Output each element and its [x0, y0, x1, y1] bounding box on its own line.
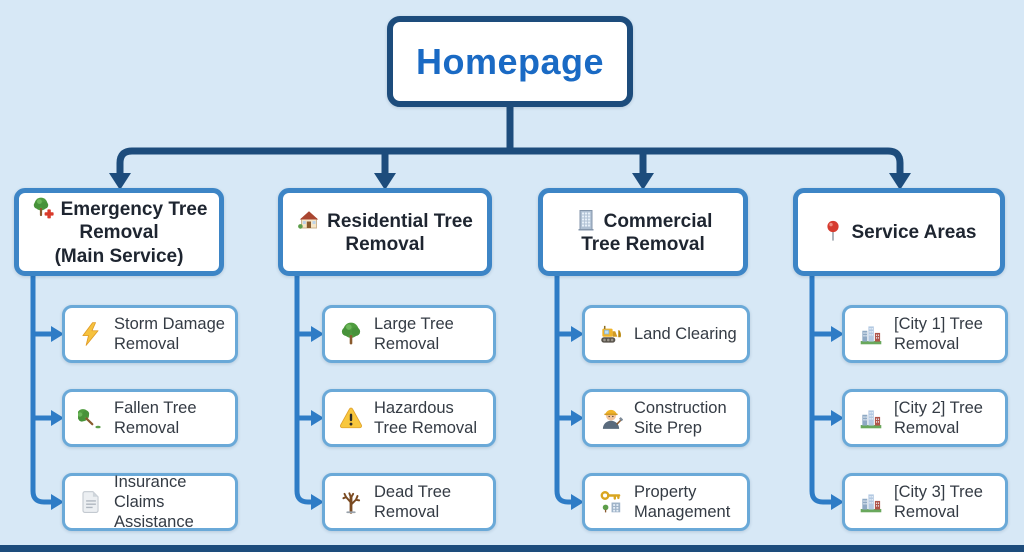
branch-label: Emergency Tree Removal (Main Service)	[25, 196, 213, 268]
homepage-label: Homepage	[415, 40, 605, 82]
bottom-border-bar	[0, 545, 1024, 552]
key-building-icon	[598, 489, 624, 515]
node-storm-damage-removal: Storm Damage Removal	[62, 305, 238, 363]
office-building-icon	[574, 208, 598, 233]
construction-worker-icon	[598, 405, 624, 431]
fallen-tree-icon	[78, 405, 104, 431]
branch-label: Service Areas	[821, 219, 977, 244]
node-hazardous-tree-removal: Hazardous Tree Removal	[322, 389, 496, 447]
dead-tree-icon	[338, 489, 364, 515]
document-icon	[78, 489, 104, 515]
node-service-areas: Service Areas	[793, 188, 1005, 276]
node-city2-tree-removal: [City 2] Tree Removal	[842, 389, 1008, 447]
cityscape-icon	[858, 321, 884, 347]
node-dead-tree-removal: Dead Tree Removal	[322, 473, 496, 531]
lightning-icon	[78, 321, 104, 347]
emergency-tree-icon	[31, 196, 55, 221]
node-fallen-tree-removal: Fallen Tree Removal	[62, 389, 238, 447]
branch-label: Commercial Tree Removal	[574, 208, 712, 256]
node-land-clearing: Land Clearing	[582, 305, 750, 363]
node-insurance-claims-assistance: Insurance Claims Assistance	[62, 473, 238, 531]
node-emergency-tree-removal: Emergency Tree Removal (Main Service)	[14, 188, 224, 276]
warning-icon	[338, 405, 364, 431]
branch-label: Residential Tree Removal	[297, 208, 473, 256]
tree-icon	[338, 321, 364, 347]
cityscape-icon	[858, 489, 884, 515]
pushpin-icon	[821, 219, 845, 244]
node-homepage: Homepage	[387, 16, 633, 107]
node-city1-tree-removal: [City 1] Tree Removal	[842, 305, 1008, 363]
node-commercial-tree-removal: Commercial Tree Removal	[538, 188, 748, 276]
node-residential-tree-removal: Residential Tree Removal	[278, 188, 492, 276]
node-property-management: Property Management	[582, 473, 750, 531]
node-construction-site-prep: Construction Site Prep	[582, 389, 750, 447]
node-large-tree-removal: Large Tree Removal	[322, 305, 496, 363]
cityscape-icon	[858, 405, 884, 431]
node-city3-tree-removal: [City 3] Tree Removal	[842, 473, 1008, 531]
bulldozer-icon	[598, 321, 624, 347]
house-icon	[297, 208, 321, 233]
